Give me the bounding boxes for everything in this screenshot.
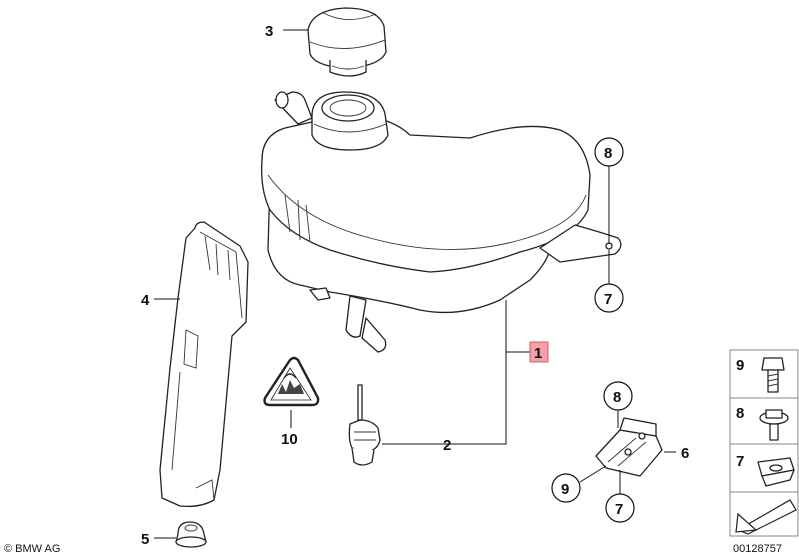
- callout-circle-9-bracket: [551, 473, 581, 503]
- clip-nut-icon: [757, 457, 795, 487]
- callout-1[interactable]: 1: [534, 345, 542, 362]
- tank-bracket-cover[interactable]: [159, 221, 249, 508]
- callout-7-bracket[interactable]: 7: [615, 501, 623, 518]
- bolt-icon: [761, 357, 785, 393]
- callout-circle-8-tank: [594, 137, 624, 167]
- callout-circle-7-bracket: [605, 493, 635, 523]
- fastener-sidebar: 9 8 7: [729, 349, 799, 537]
- callout-circle-8-bracket: [603, 381, 633, 411]
- callout-4: 4: [141, 292, 150, 309]
- callout-2: 2: [443, 437, 451, 454]
- sidebar-item-7-number: 7: [736, 453, 744, 470]
- sidebar-item-8-number: 8: [736, 405, 744, 422]
- expansion-tank-cap[interactable]: [307, 7, 387, 77]
- hot-coolant-icon: [283, 373, 297, 379]
- expansion-tank[interactable]: [261, 91, 622, 353]
- angle-bracket[interactable]: [595, 417, 663, 477]
- grommet[interactable]: [175, 521, 207, 548]
- sidebar-item-9-number: 9: [736, 357, 744, 374]
- warning-label[interactable]: [263, 356, 320, 407]
- callout-8-tank[interactable]: 8: [604, 145, 612, 162]
- callout-8-bracket[interactable]: 8: [613, 389, 621, 406]
- washer-bolt-icon: [759, 409, 789, 441]
- callout-3: 3: [265, 23, 273, 40]
- callout-7-tank[interactable]: 7: [604, 291, 612, 308]
- image-number: 00128757: [733, 543, 782, 555]
- callout-5: 5: [141, 531, 149, 548]
- callout-9-bracket[interactable]: 9: [561, 481, 569, 498]
- copyright: © BMW AG: [4, 543, 60, 555]
- callout-1-highlight: [529, 341, 549, 363]
- callout-circle-7-tank: [594, 283, 624, 313]
- level-sensor[interactable]: [348, 384, 381, 466]
- arrow-icon: [735, 499, 797, 535]
- leader-line-2: [382, 300, 507, 445]
- callout-10: 10: [281, 431, 298, 448]
- callout-6: 6: [681, 445, 689, 462]
